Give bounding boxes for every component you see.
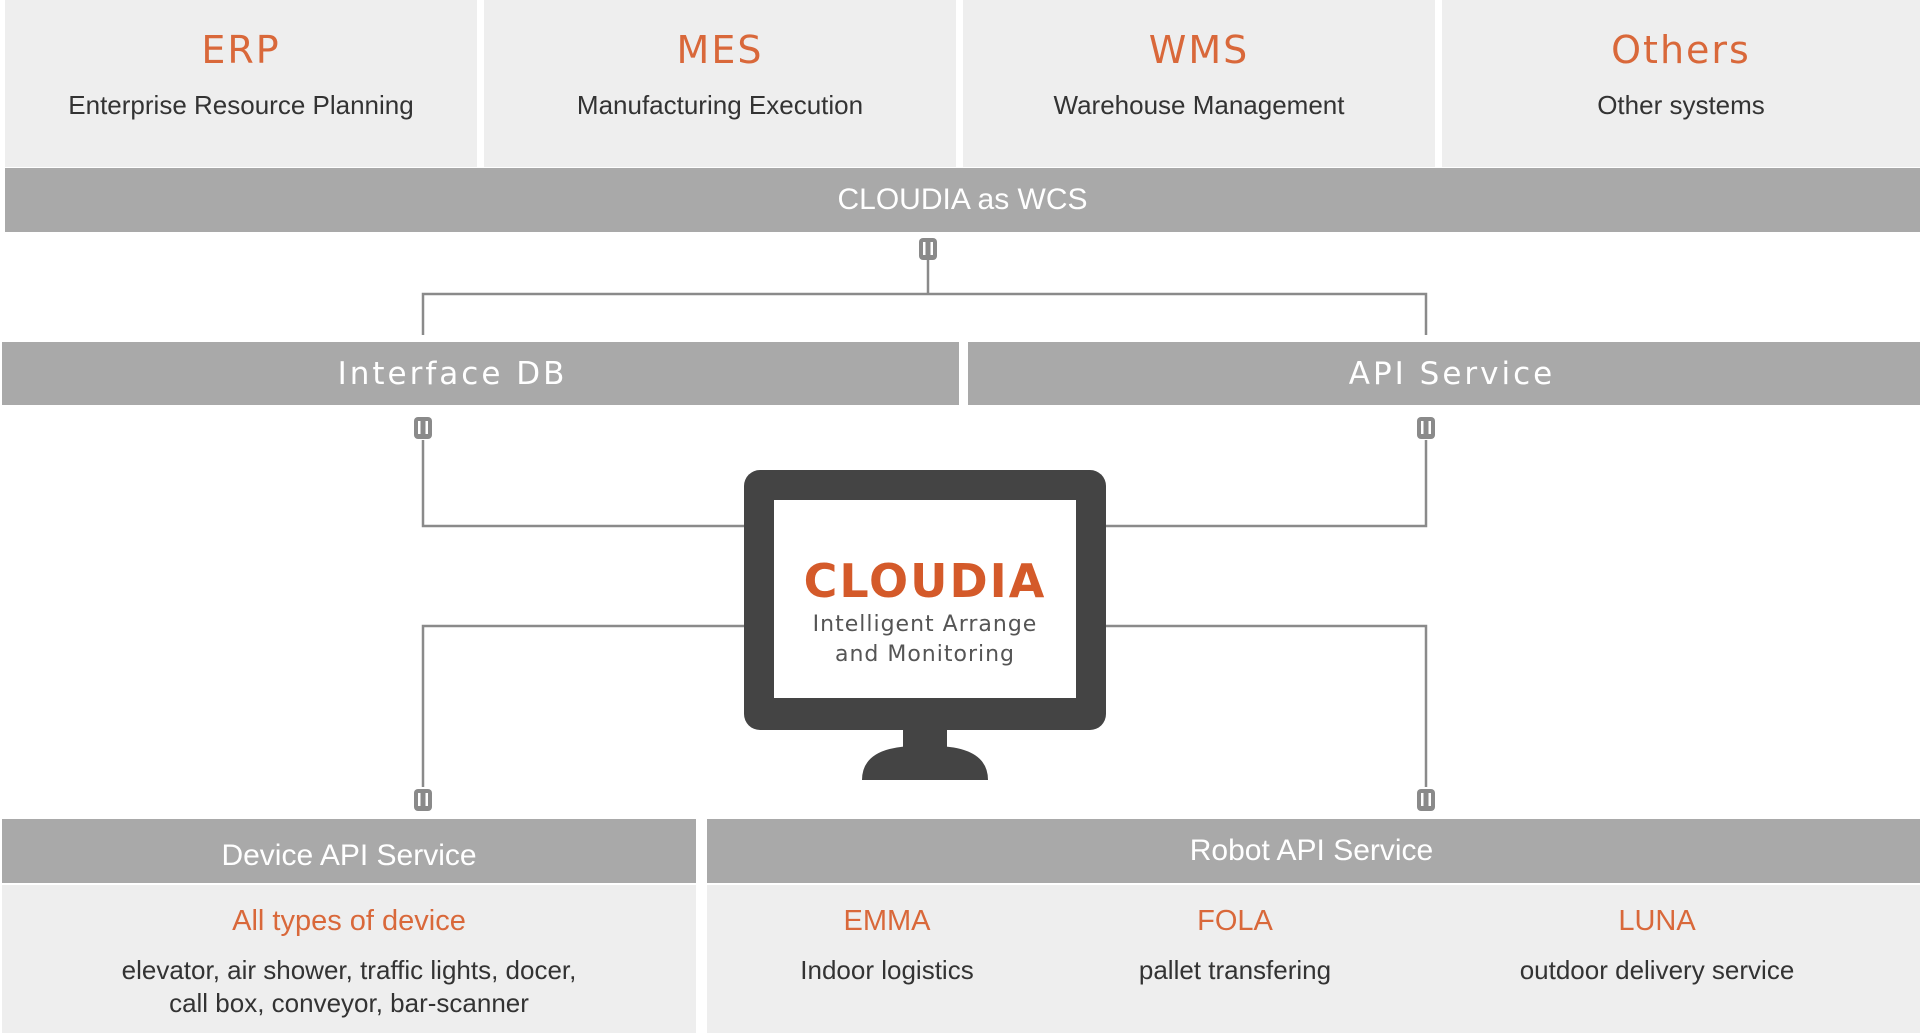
monitor-screen: CLOUDIA Intelligent Arrange and Monitori… (774, 500, 1076, 698)
device-desc-line-2: call box, conveyor, bar-scanner (169, 988, 529, 1018)
robot-name: EMMA (843, 905, 931, 937)
robot-desc: pallet transfering (1138, 955, 1332, 985)
robot-panel: EMMA Indoor logistics FOLA pallet transf… (707, 885, 1920, 1033)
plug-icon (1417, 417, 1435, 439)
device-api-link (421, 624, 746, 787)
system-abbr: Others (1611, 28, 1751, 72)
robot-item-emma: EMMA Indoor logistics (737, 885, 1037, 987)
robot-desc: outdoor delivery service (1519, 955, 1795, 985)
system-box-wms: WMS Warehouse Management (963, 0, 1435, 167)
plug-icon (919, 238, 937, 260)
api-service-bar: API Service (968, 342, 1920, 405)
plug-icon (414, 417, 432, 439)
system-box-others: Others Other systems (1442, 0, 1920, 167)
plug-icon (1417, 789, 1435, 811)
system-abbr: MES (676, 28, 764, 72)
robot-name: LUNA (1618, 905, 1696, 937)
robot-desc: Indoor logistics (800, 955, 974, 985)
top-branch-line (421, 292, 1428, 335)
system-box-mes: MES Manufacturing Execution (484, 0, 956, 167)
robot-item-fola: FOLA pallet transfering (1075, 885, 1395, 987)
api-service-link (1105, 440, 1428, 528)
device-api-bar: Device API Service (2, 819, 696, 883)
system-name: Enterprise Resource Planning (68, 90, 414, 120)
tagline-line-1: Intelligent Arrange (812, 612, 1038, 637)
robot-name: FOLA (1197, 905, 1273, 937)
device-title: All types of device (232, 905, 466, 937)
robot-api-bar: Robot API Service (707, 819, 1920, 883)
robot-item-luna: LUNA outdoor delivery service (1447, 885, 1867, 987)
robot-api-link (1105, 624, 1428, 787)
cloudia-logo-text: CLOUDIA (803, 554, 1047, 608)
system-box-erp: ERP Enterprise Resource Planning (5, 0, 477, 167)
interface-db-bar: Interface DB (2, 342, 959, 405)
tagline-line-2: and Monitoring (834, 642, 1016, 667)
system-name: Other systems (1597, 90, 1765, 120)
system-abbr: ERP (201, 28, 281, 72)
interface-db-link (421, 440, 746, 528)
system-name: Manufacturing Execution (576, 90, 864, 120)
device-panel: All types of device elevator, air shower… (2, 885, 696, 1033)
device-desc-line-1: elevator, air shower, traffic lights, do… (121, 955, 577, 985)
monitor-icon (744, 470, 1106, 780)
system-abbr: WMS (1148, 28, 1250, 72)
plug-icon (414, 789, 432, 811)
system-name: Warehouse Management (1053, 90, 1345, 120)
wcs-bar: CLOUDIA as WCS (5, 168, 1920, 232)
